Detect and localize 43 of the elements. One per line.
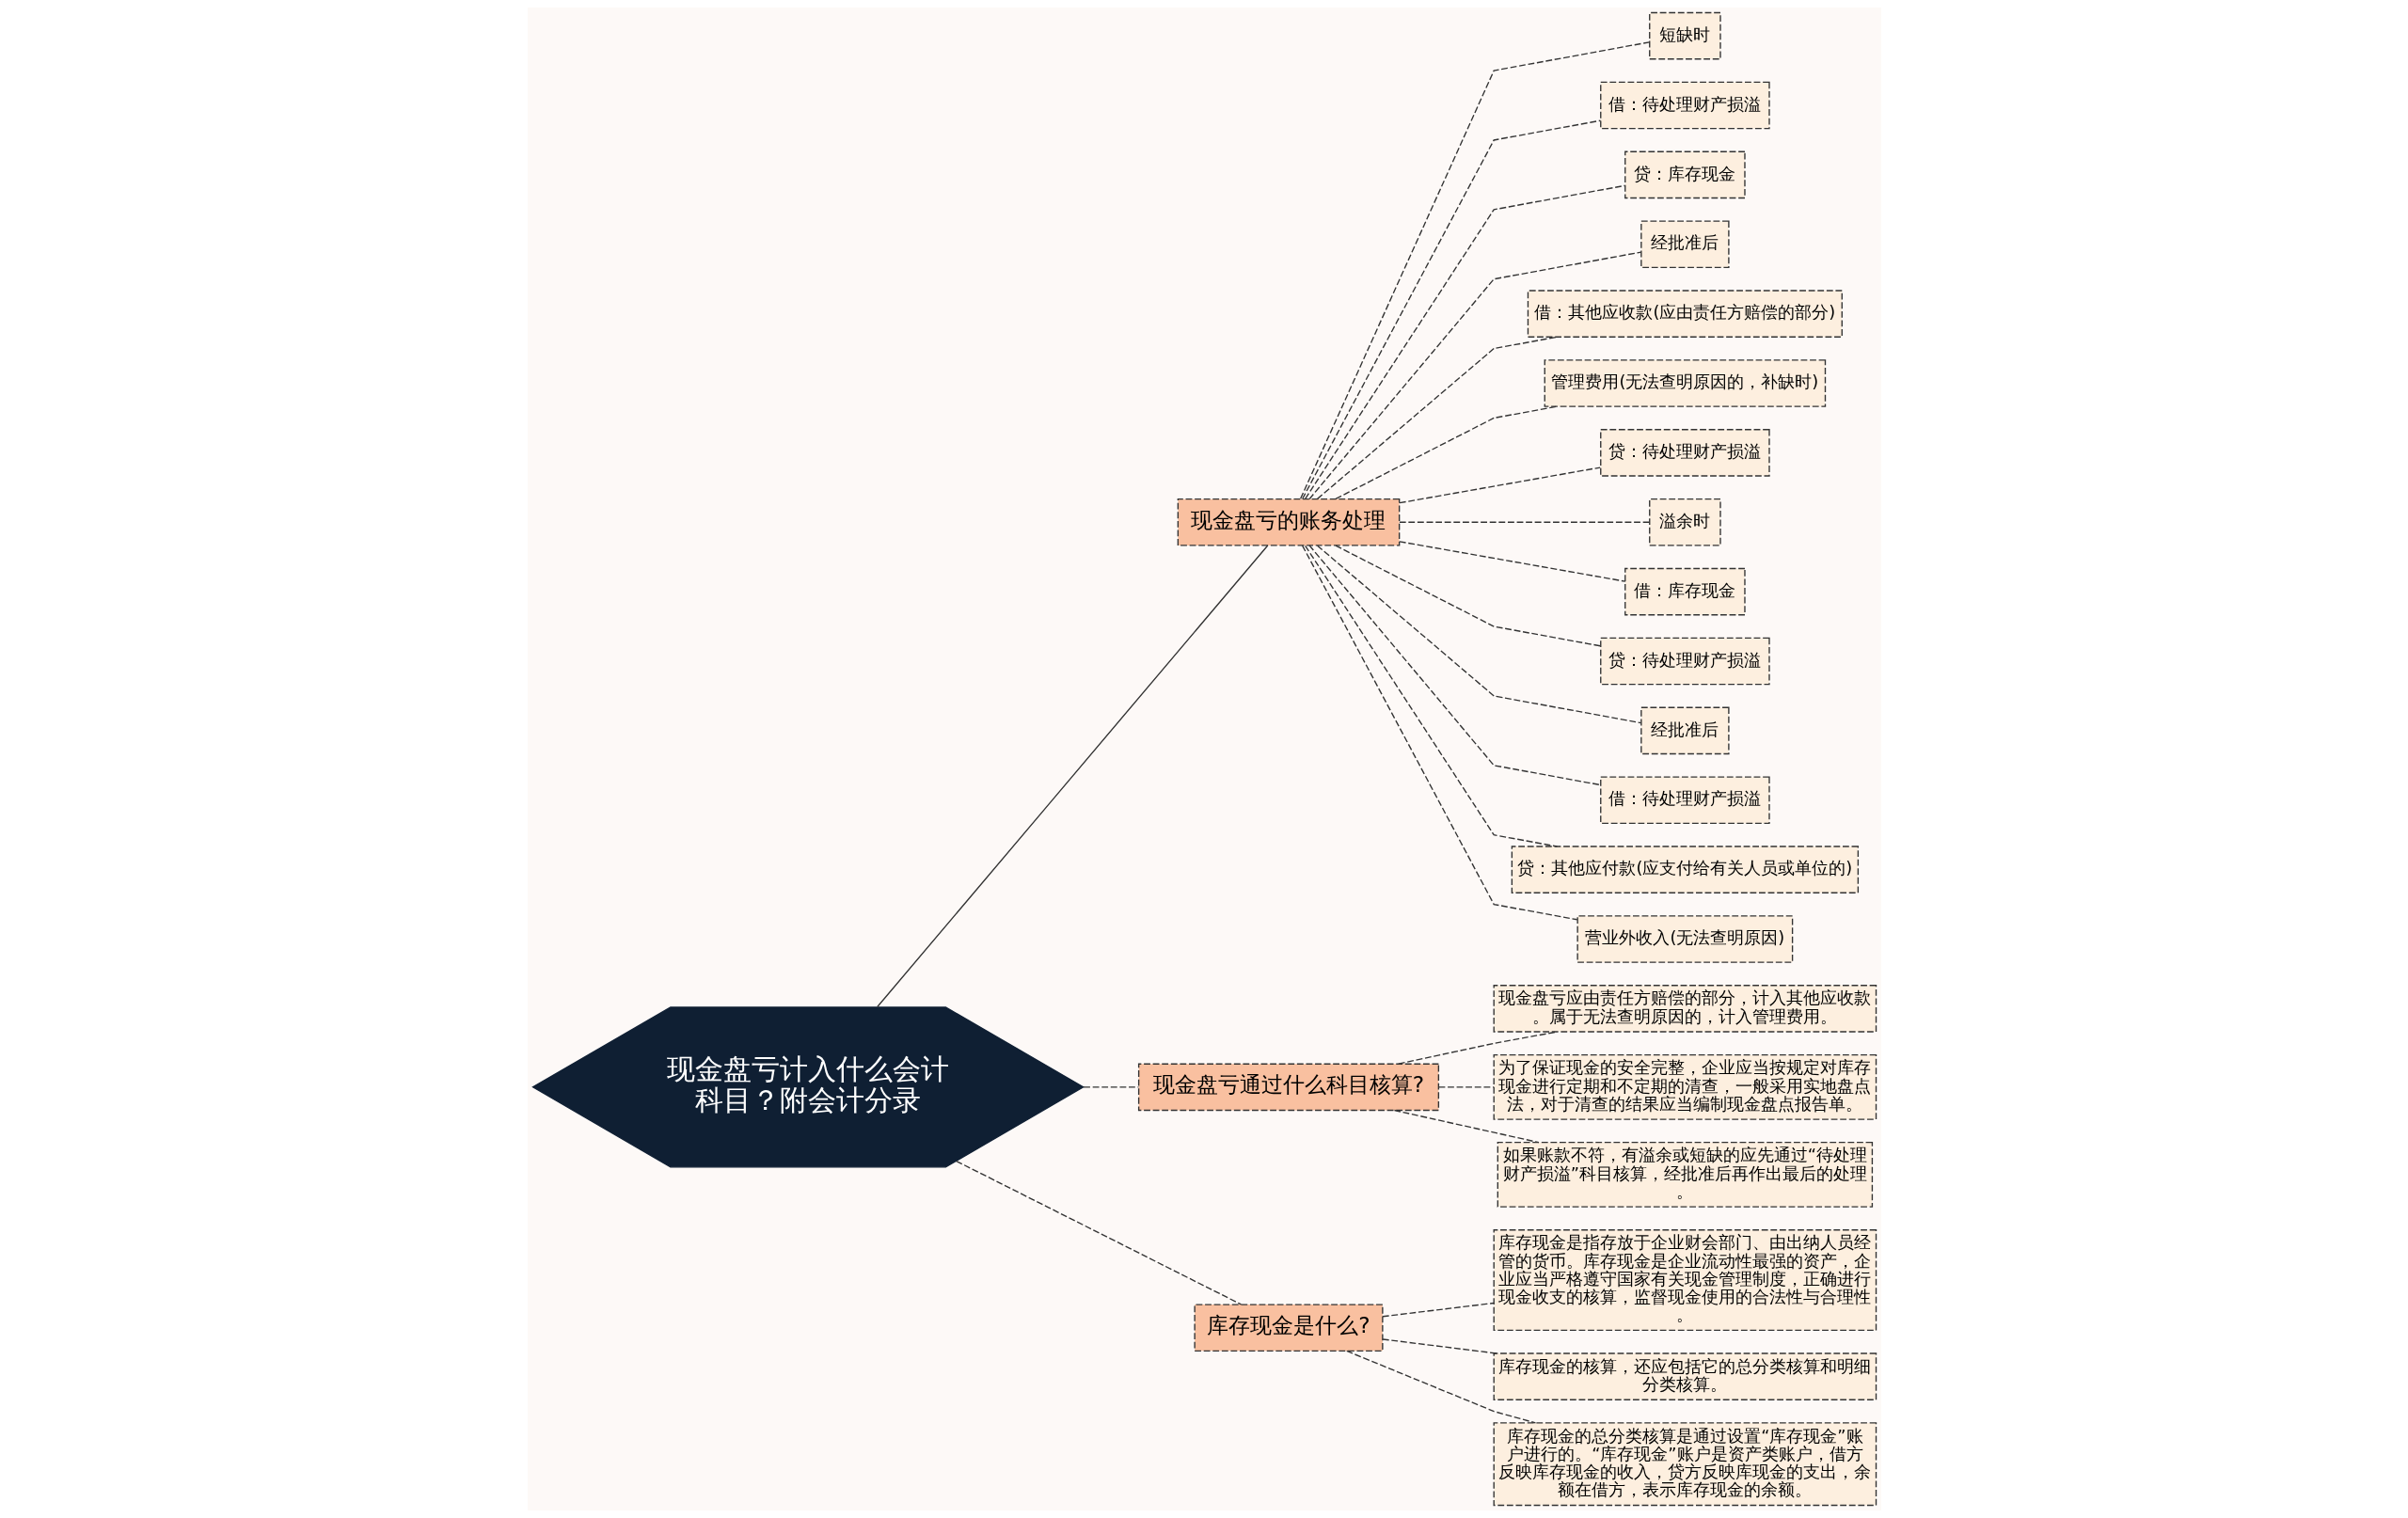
connector bbox=[1301, 545, 1577, 921]
connector bbox=[1301, 119, 1601, 500]
connector bbox=[1304, 545, 1558, 847]
connector bbox=[1398, 466, 1601, 504]
connector bbox=[1304, 184, 1625, 499]
node-box: 借：其他应收款(应由责任方赔偿的部分) bbox=[1527, 290, 1843, 338]
connector bbox=[955, 1160, 1242, 1305]
node-box: 溢余时 bbox=[1648, 498, 1721, 546]
node-box: 现金盘亏通过什么科目核算? bbox=[1137, 1063, 1439, 1112]
node-box: 贷：待处理财产损溢 bbox=[1599, 429, 1770, 477]
connector bbox=[1299, 41, 1650, 499]
node-box: 库存现金是什么? bbox=[1193, 1304, 1384, 1352]
connector bbox=[1397, 1031, 1558, 1065]
node-box: 短缺时 bbox=[1648, 11, 1721, 60]
connector bbox=[1381, 1302, 1495, 1318]
connector bbox=[876, 545, 1268, 1008]
connector bbox=[1398, 521, 1650, 523]
node-box: 为了保证现金的安全完整，企业应当按规定对库存现金进行定期和不定期的清查，一般采用实地盘点法，对于清查的结果应当编制现金盘点报告单。 bbox=[1493, 1053, 1877, 1120]
connector bbox=[1437, 1086, 1495, 1088]
connector bbox=[1307, 545, 1601, 786]
node-box: 贷：待处理财产损溢 bbox=[1599, 637, 1770, 686]
connector bbox=[1316, 336, 1558, 500]
node-box: 借：待处理财产损溢 bbox=[1599, 81, 1770, 130]
connector bbox=[1398, 541, 1625, 582]
connector bbox=[1381, 1338, 1497, 1354]
node-box: 管理费用(无法查明原因的，补缺时) bbox=[1544, 359, 1826, 407]
node-box: 借：库存现金 bbox=[1624, 567, 1746, 616]
node-box: 现金盘亏的账务处理 bbox=[1177, 498, 1400, 546]
node-box: 现金盘亏应由责任方赔偿的部分，计入其他应收款。属于无法查明原因的，计入管理费用。 bbox=[1493, 985, 1877, 1033]
node-box: 贷：其他应付款(应支付给有关人员或单位的) bbox=[1511, 846, 1859, 893]
connector bbox=[1316, 545, 1641, 724]
node-box: 库存现金的核算，还应包括它的总分类核算和明细分类核算。 bbox=[1493, 1352, 1877, 1400]
node-box: 库存现金的总分类核算是通过设置“库存现金”账户进行的。“库存现金”账户是资产类账户，借方反映库存现金的收入，贷方反映库现金的支出，余额在借方，表示库存现金的余额。 bbox=[1493, 1422, 1877, 1507]
connector bbox=[1307, 251, 1641, 500]
node-box: 经批准后 bbox=[1640, 220, 1730, 269]
node-box: 库存现金是指存放于企业财会部门、由出纳人员经管的货币。库存现金是企业流动性最强的资产，企业应当严格遵守国家有关现金管理制度，正确进行现金收支的核算，监督现金使用的合法性与合理性。 bbox=[1493, 1229, 1877, 1332]
node-box: 如果账款不符，有溢余或短缺的应先通过“待处理财产损溢”科目核算，经批准后再作出最后的处理。 bbox=[1497, 1142, 1873, 1208]
node-box: 借：待处理财产损溢 bbox=[1599, 776, 1770, 825]
connector bbox=[1334, 405, 1558, 500]
connector bbox=[1334, 545, 1601, 647]
node-box: 经批准后 bbox=[1640, 706, 1730, 755]
node-box: 营业外收入(无法查明原因) bbox=[1576, 915, 1793, 963]
node-box: 贷：库存现金 bbox=[1624, 150, 1746, 199]
